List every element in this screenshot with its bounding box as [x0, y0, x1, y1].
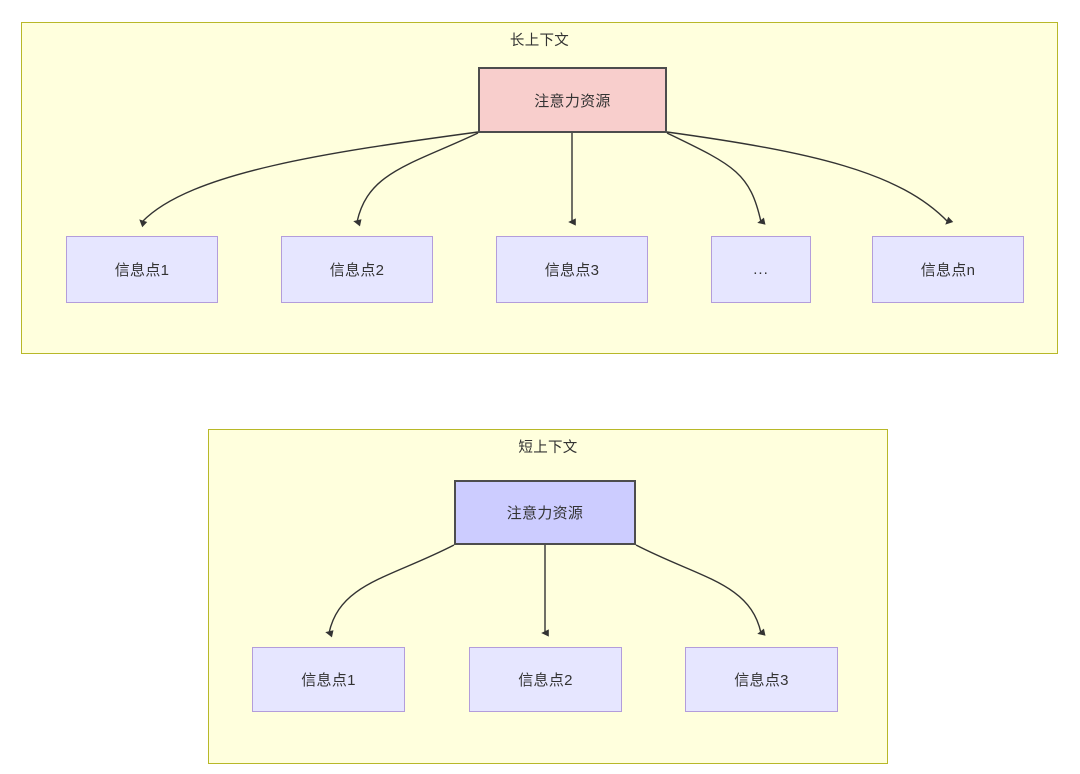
node-info-point-2-long[interactable]: 信息点2: [281, 236, 433, 303]
node-attention-resource-short[interactable]: 注意力资源: [454, 480, 636, 545]
node-label: 信息点1: [301, 672, 356, 689]
node-label: 信息点2: [329, 262, 385, 279]
node-info-point-1-short[interactable]: 信息点1: [252, 647, 405, 712]
node-label: 信息点2: [518, 672, 573, 689]
panel-long-context-title: 长上下文: [509, 33, 570, 49]
node-label: 信息点3: [734, 672, 789, 689]
node-info-point-n-long[interactable]: 信息点n: [872, 236, 1024, 303]
node-info-point-3-short[interactable]: 信息点3: [685, 647, 838, 712]
node-info-point-1-long[interactable]: 信息点1: [66, 236, 218, 303]
node-info-point-3-long[interactable]: 信息点3: [496, 236, 648, 303]
node-label: 信息点n: [920, 262, 976, 279]
node-label: 注意力资源: [506, 505, 584, 522]
node-label: ...: [753, 261, 769, 278]
node-attention-resource-long[interactable]: 注意力资源: [478, 67, 667, 133]
node-info-point-ellipsis-long[interactable]: ...: [711, 236, 811, 303]
node-label: 信息点1: [114, 262, 170, 279]
node-label: 注意力资源: [534, 92, 611, 110]
panel-short-context-title: 短上下文: [518, 440, 578, 456]
node-info-point-2-short[interactable]: 信息点2: [469, 647, 622, 712]
node-label: 信息点3: [544, 262, 600, 279]
